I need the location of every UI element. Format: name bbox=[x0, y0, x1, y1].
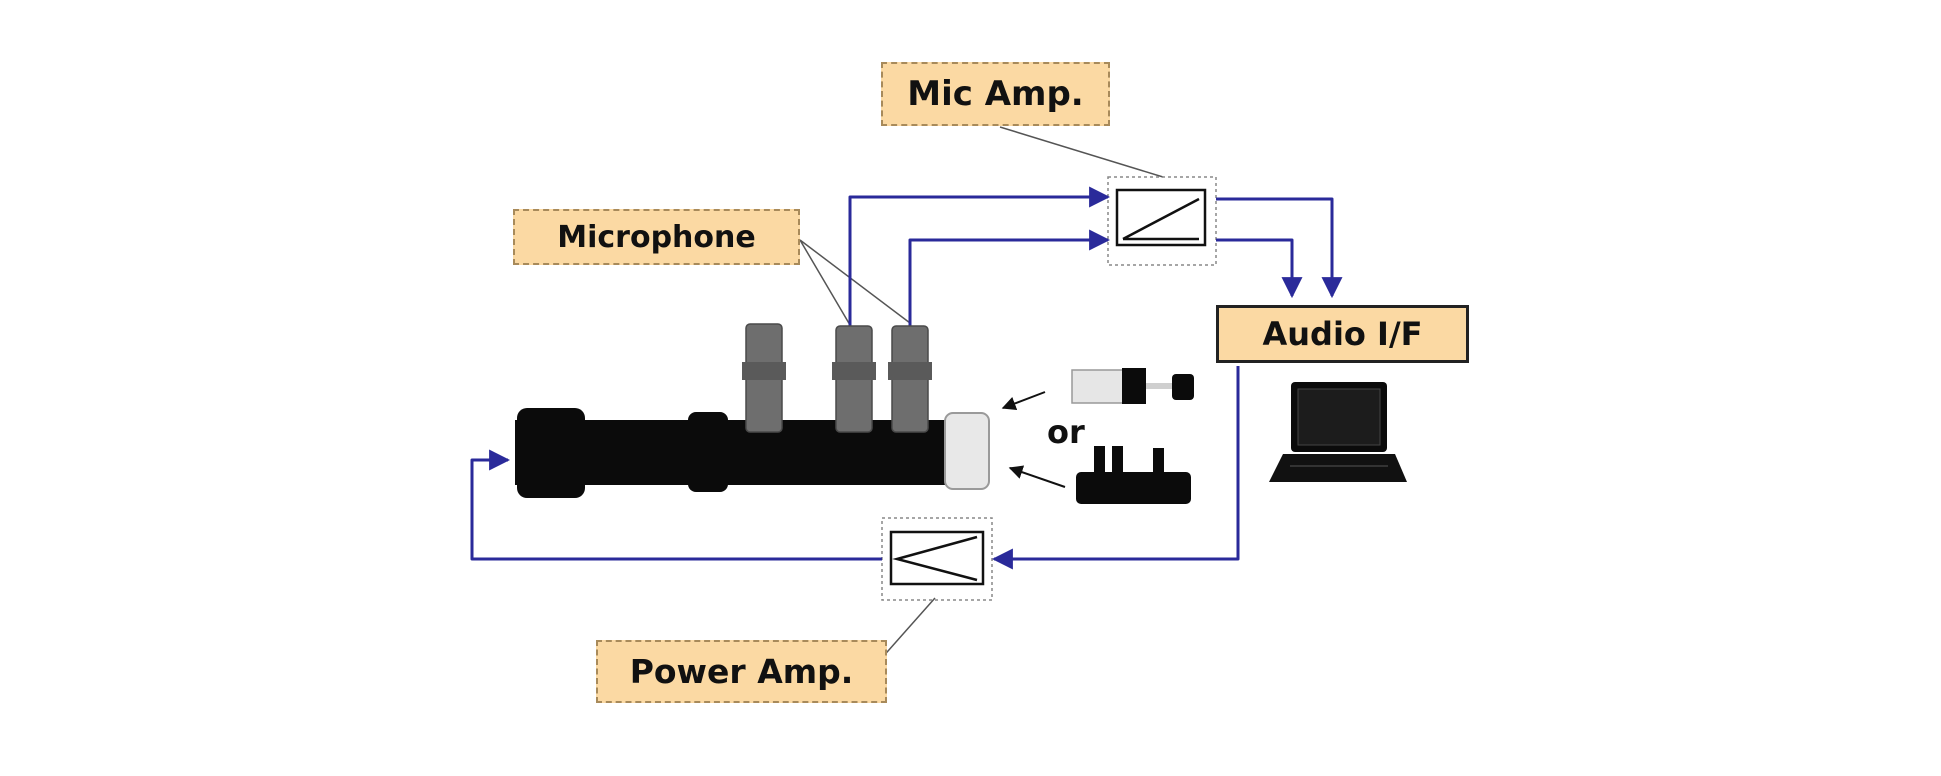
microphone-leader-1 bbox=[799, 239, 851, 326]
mic2-to-mic-amp-line bbox=[908, 229, 1111, 327]
option-1-pointer-arrow bbox=[1001, 391, 1046, 411]
microphone-leader-2 bbox=[799, 239, 911, 324]
mic1-to-mic-amp-line bbox=[848, 186, 1111, 327]
or-label: or bbox=[1047, 413, 1085, 451]
termination-option-1 bbox=[1071, 368, 1194, 404]
power-amp-to-tube-line bbox=[470, 449, 882, 561]
audio-if-to-power-amp-line bbox=[991, 366, 1240, 570]
tube-assembly bbox=[515, 408, 990, 498]
mic-amp-label: Mic Amp. bbox=[881, 62, 1110, 126]
signal-lines bbox=[470, 186, 1343, 570]
mic-amp-leader bbox=[999, 126, 1164, 178]
microphone-2 bbox=[832, 325, 876, 433]
sample-holder-cap bbox=[944, 412, 990, 490]
audio-if-label: Audio I/F bbox=[1216, 305, 1469, 363]
tube-end-flange bbox=[517, 408, 585, 498]
mic-amplifier bbox=[1107, 176, 1217, 266]
tube-coupling bbox=[688, 412, 728, 492]
power-amp-leader bbox=[879, 597, 936, 661]
power-amp-label: Power Amp. bbox=[596, 640, 887, 703]
tube-main bbox=[515, 420, 955, 485]
microphone-label: Microphone bbox=[513, 209, 800, 265]
microphone-3 bbox=[888, 325, 932, 433]
power-amplifier bbox=[881, 517, 993, 601]
laptop-icon bbox=[1269, 382, 1407, 482]
microphones bbox=[742, 323, 932, 433]
mic-amp-out-1-line bbox=[1216, 197, 1343, 299]
microphone-1 bbox=[742, 323, 786, 433]
leader-lines bbox=[799, 126, 1164, 661]
option-2-pointer-arrow bbox=[1008, 465, 1066, 488]
termination-option-2 bbox=[1076, 446, 1191, 504]
mic-amp-out-2-line bbox=[1216, 238, 1303, 299]
